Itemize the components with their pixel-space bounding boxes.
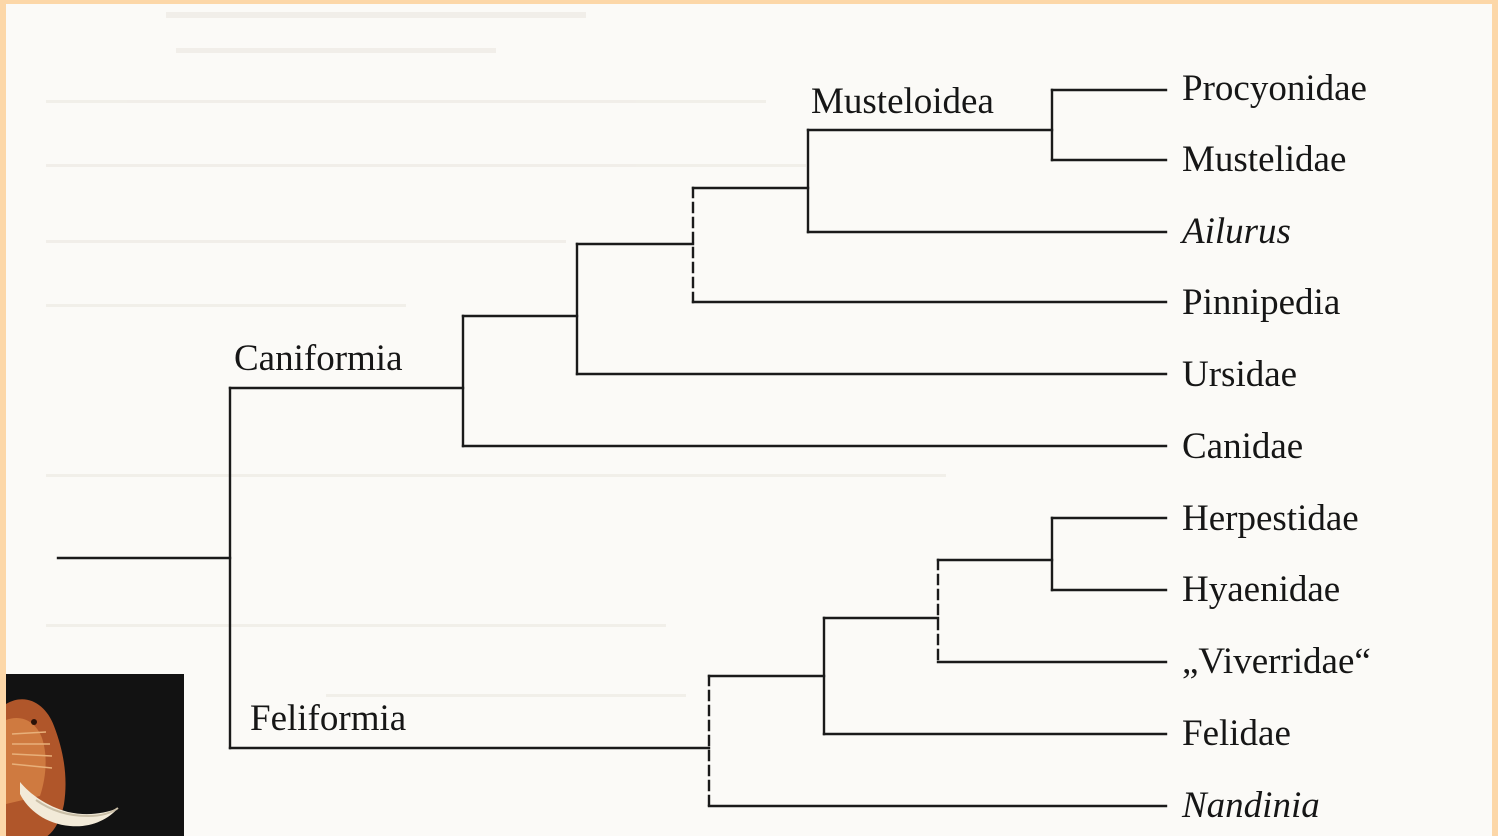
- taxon-label-viverridae: „Viverridae“: [1182, 641, 1371, 682]
- group-label-musteloidea: Musteloidea: [811, 81, 994, 122]
- taxon-label-nandinia: Nandinia: [1181, 785, 1320, 826]
- walrus-photo: [6, 674, 184, 836]
- taxon-label-felidae: Felidae: [1182, 713, 1291, 754]
- group-label-caniformia: Caniformia: [234, 338, 403, 379]
- taxon-label-ailurus: Ailurus: [1179, 211, 1291, 252]
- tree-branches: [56, 88, 1168, 808]
- taxon-label-ursidae: Ursidae: [1182, 354, 1297, 395]
- taxon-label-hyaenidae: Hyaenidae: [1182, 569, 1340, 610]
- taxon-label-pinnipedia: Pinnipedia: [1182, 282, 1340, 323]
- taxon-label-canidae: Canidae: [1182, 426, 1303, 467]
- group-label-feliformia: Feliformia: [250, 698, 406, 739]
- phylogenetic-tree: Musteloidea Caniformia Feliformia Procyo…: [56, 68, 1371, 826]
- taxon-label-mustelidae: Mustelidae: [1182, 139, 1346, 180]
- walrus-photo-icon: [6, 674, 184, 836]
- taxon-label-procyonidae: Procyonidae: [1182, 68, 1367, 109]
- taxon-label-herpestidae: Herpestidae: [1182, 498, 1359, 539]
